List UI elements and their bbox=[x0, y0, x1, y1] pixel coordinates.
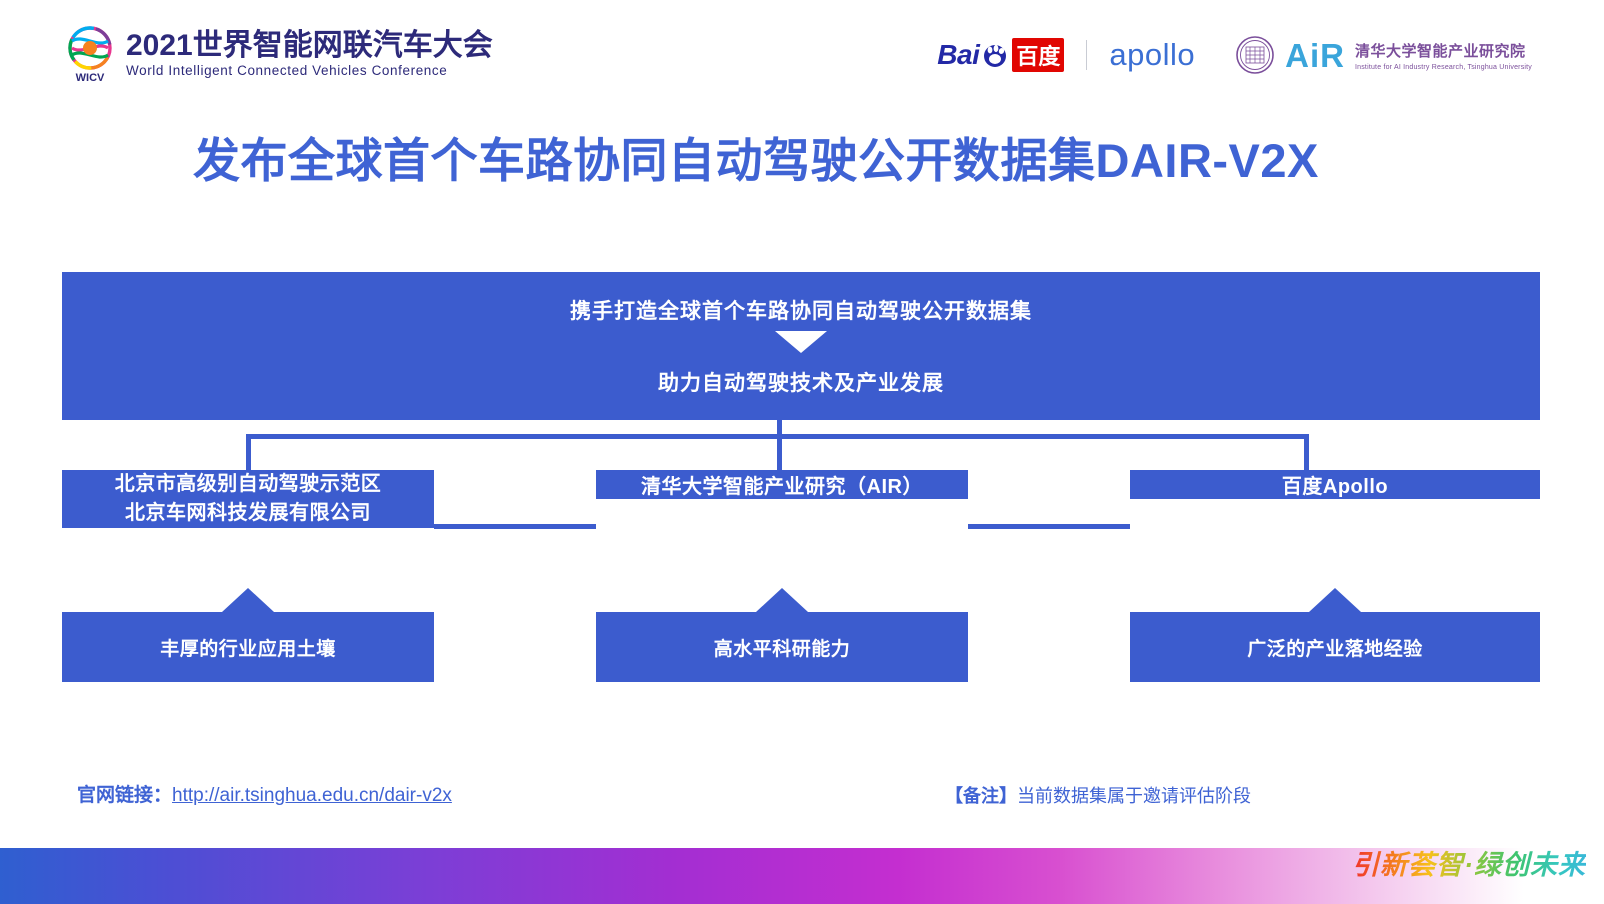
connector-vertical-right bbox=[1304, 434, 1309, 470]
partner-box-1: 北京市高级别自动驾驶示范区 北京车网科技发展有限公司 bbox=[62, 470, 434, 528]
air-institute-name: 清华大学智能产业研究院 Institute for AI Industry Re… bbox=[1355, 40, 1532, 71]
strength-box-1-text: 丰厚的行业应用土壤 bbox=[160, 638, 336, 660]
baidu-paw-icon bbox=[980, 40, 1010, 70]
strength-box-2: 高水平科研能力 bbox=[596, 612, 968, 682]
page-title: 发布全球首个车路协同自动驾驶公开数据集DAIR-V2X bbox=[193, 134, 1319, 187]
connector-vertical-main bbox=[777, 420, 782, 470]
triangle-up-icon-1 bbox=[222, 588, 274, 612]
wicv-title-cn: 2021世界智能网联汽车大会 bbox=[126, 28, 493, 62]
triangle-up-icon-3 bbox=[1309, 588, 1361, 612]
wicv-conference-logo: WICV 2021世界智能网联汽车大会 World Intelligent Co… bbox=[62, 24, 493, 84]
strength-box-1: 丰厚的行业应用土壤 bbox=[62, 612, 434, 682]
official-website-link[interactable]: http://air.tsinghua.edu.cn/dair-v2x bbox=[172, 785, 452, 806]
partner-box-1-line2: 北京车网科技发展有限公司 bbox=[125, 502, 371, 524]
triangle-up-icon-2 bbox=[756, 588, 808, 612]
partner-box-3: 百度Apollo bbox=[1130, 470, 1540, 499]
top-box-line2: 助力自动驾驶技术及产业发展 bbox=[658, 372, 944, 395]
air-name-en: Institute for AI Industry Research, Tsin… bbox=[1354, 63, 1532, 71]
official-website-label: 官网链接： bbox=[77, 785, 173, 806]
baidu-cn-text: 百度 bbox=[1012, 38, 1065, 72]
partner-logos: Bai 百度 apollo bbox=[937, 30, 1532, 80]
apollo-logo: apollo bbox=[1109, 37, 1196, 72]
strength-box-3: 广泛的产业落地经验 bbox=[1130, 612, 1540, 682]
partner-box-2-line1: 清华大学智能产业研究（AIR） bbox=[641, 476, 923, 498]
air-acronym: AiR bbox=[1285, 39, 1345, 72]
connector-vertical-left bbox=[246, 434, 251, 470]
partner-box-3-line1: 百度Apollo bbox=[1281, 476, 1389, 498]
top-box-line1: 携手打造全球首个车路协同自动驾驶公开数据集 bbox=[570, 300, 1032, 323]
remark-label: 【备注】 bbox=[945, 786, 1017, 806]
connector-left-to-middle bbox=[434, 524, 596, 529]
diagram-top-box: 携手打造全球首个车路协同自动驾驶公开数据集 助力自动驾驶技术及产业发展 bbox=[62, 272, 1540, 420]
slide-header: WICV 2021世界智能网联汽车大会 World Intelligent Co… bbox=[0, 0, 1604, 108]
triangle-down-icon bbox=[775, 331, 827, 353]
wicv-title-en: World Intelligent Connected Vehicles Con… bbox=[126, 62, 448, 78]
remark-line: 【备注】当前数据集属于邀请评估阶段 bbox=[945, 782, 1251, 808]
strength-box-3-text: 广泛的产业落地经验 bbox=[1247, 638, 1423, 660]
wicv-logo-text: 2021世界智能网联汽车大会 World Intelligent Connect… bbox=[126, 28, 493, 78]
remark-text: 当前数据集属于邀请评估阶段 bbox=[1017, 786, 1251, 806]
wicv-circular-wave-logo-icon: WICV bbox=[62, 24, 118, 84]
air-name-cn: 清华大学智能产业研究院 bbox=[1354, 42, 1526, 60]
strength-box-2-text: 高水平科研能力 bbox=[713, 638, 851, 660]
bottom-gradient-bar bbox=[0, 848, 1604, 904]
official-website-line: 官网链接：http://air.tsinghua.edu.cn/dair-v2x bbox=[77, 780, 452, 807]
conference-slogan: 引新荟智·绿创未来 bbox=[1352, 843, 1586, 882]
connector-horizontal-bus bbox=[246, 434, 1309, 439]
partner-box-1-line1: 北京市高级别自动驾驶示范区 bbox=[114, 473, 382, 495]
svg-text:WICV: WICV bbox=[76, 72, 105, 84]
connector-middle-to-right bbox=[968, 524, 1130, 529]
partner-box-2: 清华大学智能产业研究（AIR） bbox=[596, 470, 968, 499]
air-acronym-text: AiR bbox=[1285, 36, 1345, 74]
air-logo-group: AiR 清华大学智能产业研究院 Institute for AI Industr… bbox=[1235, 35, 1532, 75]
logo-divider bbox=[1086, 40, 1088, 70]
tsinghua-university-seal-icon bbox=[1235, 35, 1275, 75]
baidu-logo: Bai 百度 bbox=[937, 35, 1065, 75]
baidu-latin-text: Bai bbox=[937, 39, 980, 70]
